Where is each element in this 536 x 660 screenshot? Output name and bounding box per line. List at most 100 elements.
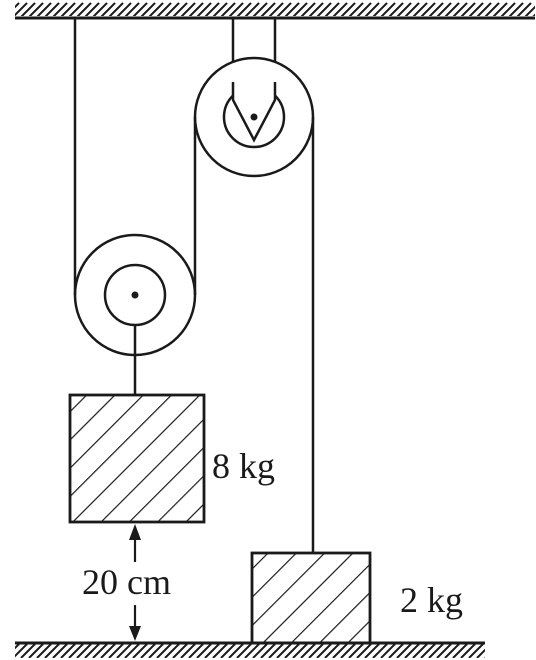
hatch-line — [92, 2, 108, 16]
hatch-line — [60, 2, 76, 16]
hatch-line — [292, 644, 308, 658]
hatch-line — [76, 2, 92, 16]
hatch-line — [180, 644, 196, 658]
hatch-line — [132, 644, 148, 658]
fixed-pulley — [193, 56, 315, 178]
hatch-line — [20, 644, 36, 658]
hatch-line — [15, 644, 20, 650]
hatch-line — [372, 644, 388, 658]
hatch-line — [300, 2, 316, 16]
hatch-line — [476, 648, 485, 658]
hatch-line — [516, 2, 532, 16]
fixed-pulley-axle — [250, 113, 258, 121]
hatch-line — [196, 644, 212, 658]
hatch-line — [244, 644, 260, 658]
hatch-line — [436, 2, 452, 16]
hatch-line — [501, 644, 515, 658]
block-8kg — [68, 393, 206, 524]
hatch-line — [460, 2, 476, 16]
hatch-line — [493, 644, 507, 658]
hatch-line — [316, 644, 332, 658]
hatch-line — [100, 2, 116, 16]
hatch-line — [44, 644, 60, 658]
ceiling — [15, 2, 535, 20]
hatch-line — [332, 644, 348, 658]
hatch-line — [284, 2, 300, 16]
hatch-line — [164, 2, 180, 16]
hatch-line — [388, 2, 404, 16]
hatch-line — [84, 644, 100, 658]
hatch-line — [140, 644, 156, 658]
hatch-line — [380, 644, 396, 658]
hatch-line — [268, 644, 284, 658]
block-2kg — [250, 551, 372, 645]
arrow-up-icon — [129, 524, 141, 540]
hatch-line — [52, 2, 68, 16]
hatch-line — [140, 2, 156, 16]
hatch-line — [276, 644, 292, 658]
hatch-line — [428, 644, 444, 658]
hatch-line — [36, 644, 52, 658]
hatch-line — [84, 2, 100, 16]
hatch-line — [428, 2, 444, 16]
hatch-line — [124, 644, 140, 658]
hatch-line — [28, 644, 44, 658]
hatch-line — [220, 644, 236, 658]
hatch-line — [20, 2, 36, 16]
hatch-line — [404, 2, 420, 16]
hatch-line — [252, 2, 268, 16]
label-8kg: 8 kg — [212, 446, 275, 486]
hatch-line — [324, 644, 340, 658]
hatch-line — [348, 644, 364, 658]
hatch-line — [420, 2, 436, 16]
hatch-line — [260, 2, 276, 16]
hatch-line — [340, 2, 356, 16]
hatch-line — [420, 644, 436, 658]
hatch-line — [116, 644, 132, 658]
hatch-line — [180, 2, 196, 16]
hatch-line — [212, 2, 228, 16]
hatch-line — [404, 644, 420, 658]
hatch-line — [308, 644, 324, 658]
hatch-line — [196, 2, 212, 16]
hatch-line — [364, 644, 380, 658]
hatch-line — [156, 644, 172, 658]
hatch-line — [468, 2, 484, 16]
hatch-line — [108, 2, 124, 16]
hatch-line — [316, 2, 332, 16]
hatch-line — [60, 644, 76, 658]
hatch-line — [148, 644, 164, 658]
hatch-line — [116, 2, 132, 16]
height-dimension — [129, 524, 141, 641]
hatch-line — [476, 2, 492, 16]
hatch-line — [172, 2, 188, 16]
label-20cm: 20 cm — [82, 562, 171, 602]
hatch-line — [244, 2, 260, 16]
hatch-line — [348, 2, 364, 16]
label-2kg: 2 kg — [400, 580, 463, 620]
hatch-line — [332, 2, 348, 16]
hatch-line — [292, 2, 308, 16]
hatch-line — [524, 5, 535, 16]
hatch-line — [236, 644, 252, 658]
hatch-line — [452, 644, 468, 658]
hatch-line — [396, 2, 412, 16]
hatch-line — [492, 2, 508, 16]
hatch-line — [228, 644, 244, 658]
hatch-line — [468, 644, 484, 658]
hatch-line — [15, 2, 20, 9]
hatch-line — [260, 644, 276, 658]
hatch-line — [372, 2, 388, 16]
hatch-line — [148, 2, 164, 16]
hatch-line — [460, 644, 476, 658]
hatch-line — [44, 2, 60, 16]
hatch-line — [268, 2, 284, 16]
hatch-line — [124, 2, 140, 16]
hatch-line — [276, 2, 292, 16]
floor — [15, 641, 515, 658]
hatch-line — [484, 656, 485, 658]
hatch-line — [52, 644, 68, 658]
hatch-line — [340, 644, 356, 658]
hatch-line — [188, 644, 204, 658]
